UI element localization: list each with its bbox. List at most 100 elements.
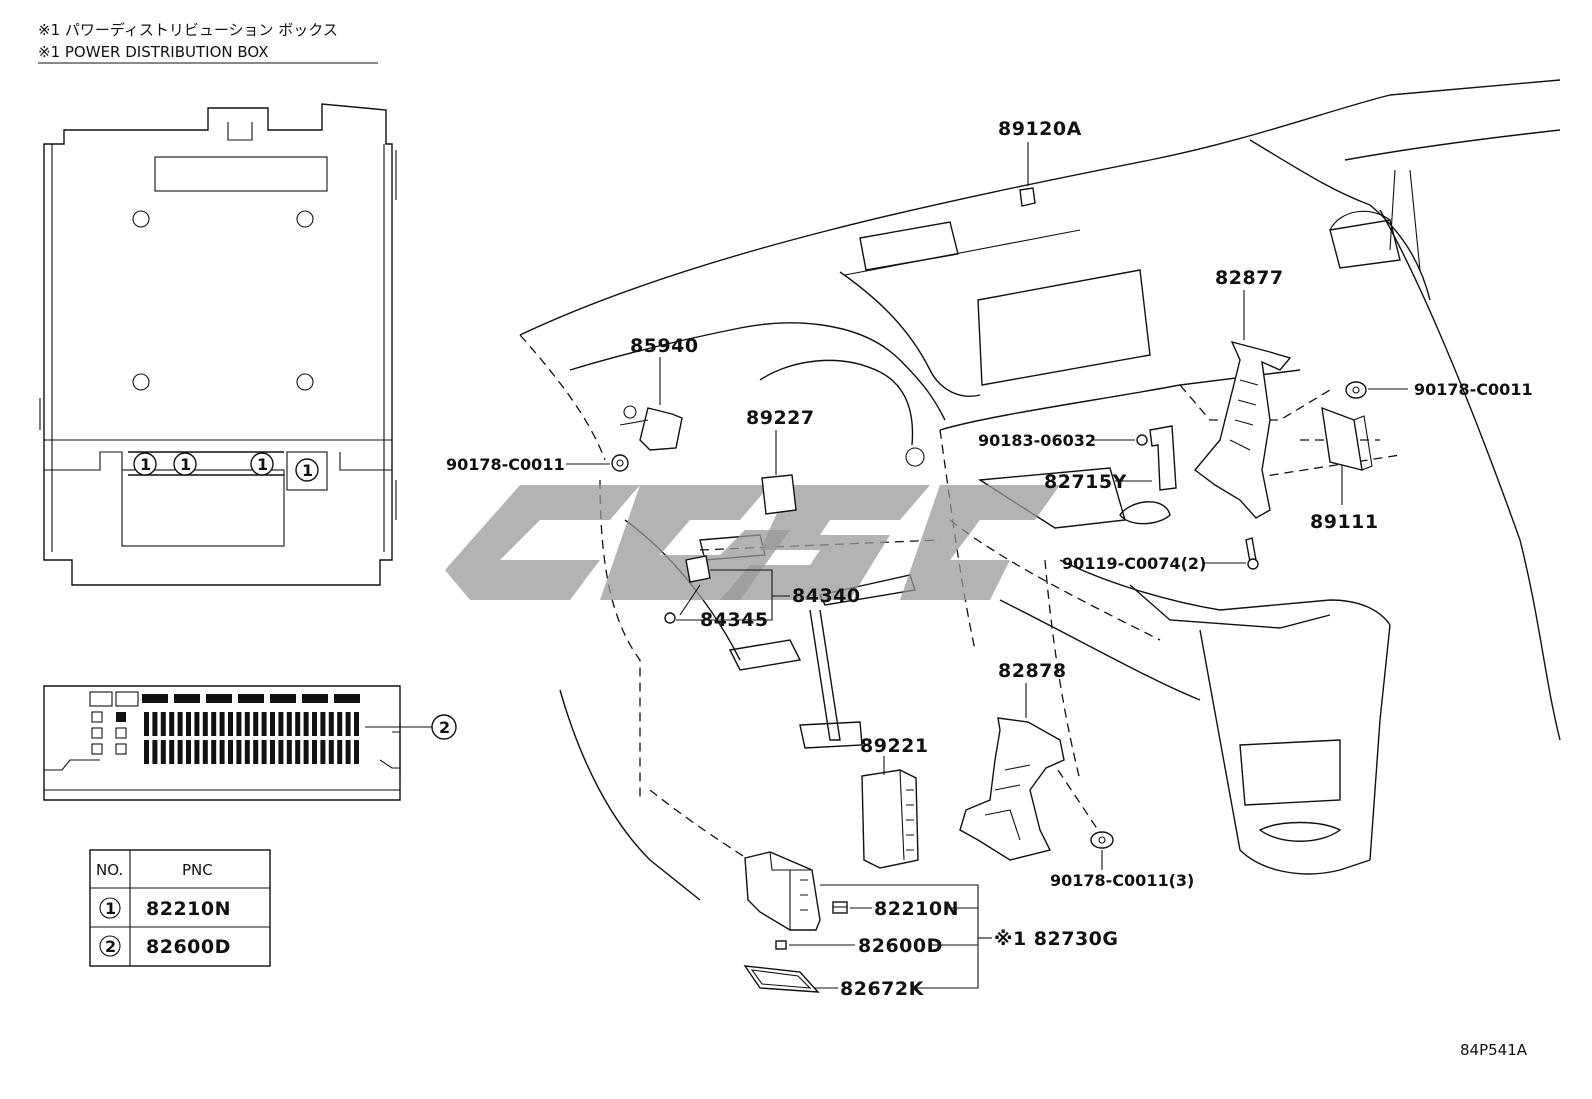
part-82715Y[interactable]: 82715Y — [1044, 425, 1177, 493]
table-col-pnc: PNC — [182, 861, 213, 879]
part-89120A[interactable]: 89120A — [998, 118, 1082, 207]
label-90178-right: 90178-C0011 — [1414, 380, 1533, 399]
header-jp: ※1 パワーディストリビューション ボックス — [38, 21, 338, 39]
part-90178-3[interactable]: 90178-C0011(3) — [1050, 769, 1194, 890]
fuse-icon — [236, 740, 242, 764]
part-90178-left[interactable]: 90178-C0011 — [446, 454, 629, 474]
fuse-icon — [194, 740, 200, 764]
label-82878: 82878 — [998, 660, 1067, 682]
label-89120A: 89120A — [998, 118, 1082, 140]
label-89221: 89221 — [860, 735, 929, 757]
table-row-pnc: 82210N — [146, 898, 231, 920]
fuse-icon — [295, 740, 301, 764]
fuse-icon — [228, 712, 233, 736]
fuse-icon — [160, 740, 166, 764]
fuse-icon — [202, 740, 208, 764]
label-89227: 89227 — [746, 407, 815, 429]
callout-1d: 1 — [302, 461, 313, 480]
label-82600D: 82600D — [858, 935, 943, 957]
fuse-icon — [253, 740, 259, 764]
fuse-icon — [337, 740, 343, 764]
part-85940[interactable]: 85940 — [619, 335, 699, 451]
watermark-logo — [445, 485, 1060, 600]
label-82672K: 82672K — [840, 978, 925, 1000]
part-82672K[interactable]: 82672K — [743, 965, 925, 1000]
label-85940: 85940 — [630, 335, 699, 357]
fuse-icon — [320, 712, 326, 736]
fuse-icon — [253, 712, 259, 736]
fuse-icon — [270, 740, 275, 764]
fuse-icon — [202, 712, 208, 736]
label-90178-left: 90178-C0011 — [446, 455, 565, 474]
header-en: ※1 POWER DISTRIBUTION BOX — [38, 43, 269, 61]
part-82877[interactable]: 82877 — [1193, 267, 1292, 519]
label-84340: 84340 — [792, 585, 861, 607]
part-89221[interactable]: 89221 — [860, 735, 929, 869]
fuse-icon — [169, 712, 175, 736]
table-row-pnc: 82600D — [146, 936, 231, 958]
part-89227[interactable]: 89227 — [746, 407, 815, 515]
part-84340[interactable]: 84340 — [685, 555, 861, 621]
fuse-icon — [228, 740, 233, 764]
fuse-icon — [177, 740, 183, 764]
label-82730G: ※1 82730G — [994, 928, 1119, 950]
power-distribution-box-side: 2 — [43, 685, 457, 801]
fuse-icon — [244, 712, 250, 736]
power-distribution-box-front — [39, 103, 397, 586]
label-90183: 90183-06032 — [978, 431, 1096, 450]
fuse-icon — [211, 740, 217, 764]
part-main-body-ecu[interactable] — [744, 851, 821, 931]
label-90119: 90119-C0074(2) — [1062, 554, 1206, 573]
part-82878[interactable]: 82878 — [959, 660, 1067, 861]
callout-1b: 1 — [180, 455, 191, 474]
label-84345: 84345 — [700, 609, 769, 631]
fuse-icon — [278, 740, 284, 764]
fuse-icon — [303, 712, 309, 736]
label-89111: 89111 — [1310, 511, 1379, 533]
fuse-icon — [303, 740, 309, 764]
fuse-grid — [91, 711, 359, 764]
fuse-icon — [354, 740, 359, 764]
table-row-no: 1 — [105, 899, 116, 918]
fuse-icon — [144, 712, 149, 736]
bolt-icon — [1136, 434, 1148, 446]
pnc-table: NO. PNC 1 82210N 2 82600D — [89, 849, 271, 967]
fuse-icon — [312, 740, 317, 764]
fuse-icon — [312, 712, 317, 736]
callout-2: 2 — [439, 718, 450, 737]
fuse-icon — [286, 712, 292, 736]
fuse-icon — [177, 712, 183, 736]
relay-icon — [91, 711, 103, 723]
fuse-icon — [244, 740, 250, 764]
part-82600D[interactable]: 82600D — [775, 935, 943, 957]
part-90119[interactable]: 90119-C0074(2) — [1062, 537, 1259, 573]
label-90178-3: 90178-C0011(3) — [1050, 871, 1194, 890]
fuse-icon — [194, 712, 200, 736]
fuse-icon — [261, 740, 267, 764]
table-col-no: NO. — [96, 861, 123, 879]
fuse-icon — [328, 712, 334, 736]
fuse-icon — [219, 712, 225, 736]
fuse-icon — [211, 712, 217, 736]
part-90183[interactable]: 90183-06032 — [978, 431, 1148, 450]
fuse-icon — [186, 740, 191, 764]
fuse-icon — [775, 940, 787, 950]
part-84345[interactable]: 84345 — [664, 584, 769, 631]
relay-icon — [115, 743, 127, 755]
callout-group-1: 1 1 1 1 — [133, 452, 319, 482]
clip-icon — [611, 454, 629, 472]
fuse-icon — [169, 740, 175, 764]
part-90178-right[interactable]: 90178-C0011 — [1345, 380, 1533, 399]
label-82210N: 82210N — [874, 898, 959, 920]
label-82715Y: 82715Y — [1044, 471, 1127, 493]
fuse-icon — [278, 712, 284, 736]
part-89111[interactable]: 89111 — [1310, 406, 1379, 533]
fuse-icon — [345, 712, 351, 736]
relay-icon — [832, 901, 848, 914]
bolt-icon — [1245, 537, 1259, 570]
part-82210N[interactable]: 82210N — [832, 898, 959, 920]
fuse-icon — [152, 740, 158, 764]
label-82877: 82877 — [1215, 267, 1284, 289]
callout-1c: 1 — [257, 455, 268, 474]
